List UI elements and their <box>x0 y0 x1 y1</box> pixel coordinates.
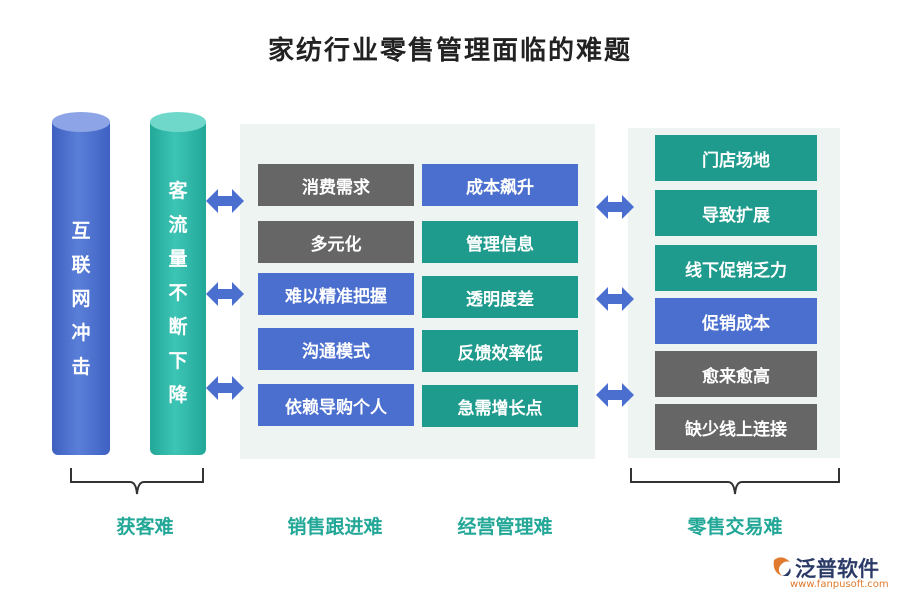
column-cap <box>52 112 110 132</box>
double-arrow-icon <box>206 188 244 214</box>
mid-box: 消费需求 <box>258 164 414 206</box>
mid-box: 透明度差 <box>422 276 578 318</box>
category-label: 零售交易难 <box>687 516 783 538</box>
right-box: 线下促销乏力 <box>655 245 817 291</box>
right-box: 促销成本 <box>655 298 817 344</box>
column-char: 量 <box>168 248 188 270</box>
right-box: 门店场地 <box>655 135 817 181</box>
brand-name: 泛普软件 <box>795 557 879 581</box>
double-arrow-icon <box>206 281 244 307</box>
internet-impact-column: 互 联 网 冲 击 <box>52 112 110 455</box>
category-label: 获客难 <box>116 516 174 538</box>
column-char: 下 <box>168 350 188 372</box>
double-arrow-icon <box>596 194 634 220</box>
column-char: 互 <box>71 220 91 242</box>
brand-logo-icon <box>770 556 794 582</box>
double-arrow-icon <box>596 286 634 312</box>
mid-box: 成本飙升 <box>422 164 578 206</box>
brand-url: www.fanpusoft.com <box>790 579 889 590</box>
double-arrow-icon <box>596 382 634 408</box>
right-box: 导致扩展 <box>655 190 817 236</box>
column-char: 冲 <box>71 322 91 344</box>
bottom-brace <box>630 468 840 498</box>
column-char: 联 <box>71 254 91 276</box>
mid-box: 依赖导购个人 <box>258 384 414 426</box>
column-char: 断 <box>168 316 188 338</box>
double-arrow-icon <box>206 375 244 401</box>
column-char: 击 <box>71 356 91 378</box>
page-title: 家纺行业零售管理面临的难题 <box>267 36 632 66</box>
bottom-brace <box>70 468 204 498</box>
right-panel <box>628 128 840 458</box>
mid-box: 急需增长点 <box>422 385 578 427</box>
column-char: 网 <box>71 288 91 310</box>
mid-box: 多元化 <box>258 221 414 263</box>
right-box: 缺少线上连接 <box>655 404 817 450</box>
mid-box: 难以精准把握 <box>258 273 414 315</box>
column-char: 流 <box>168 214 188 236</box>
column-char: 客 <box>168 180 188 202</box>
right-box: 愈来愈高 <box>655 351 817 397</box>
column-cap <box>150 112 206 132</box>
mid-box: 沟通模式 <box>258 328 414 370</box>
mid-box: 反馈效率低 <box>422 330 578 372</box>
category-label: 销售跟进难 <box>287 516 383 538</box>
column-char: 不 <box>168 282 188 304</box>
column-char: 降 <box>168 384 188 406</box>
category-label: 经营管理难 <box>457 516 553 538</box>
traffic-decline-column: 客 流 量 不 断 下 降 <box>150 112 206 455</box>
mid-box: 管理信息 <box>422 221 578 263</box>
